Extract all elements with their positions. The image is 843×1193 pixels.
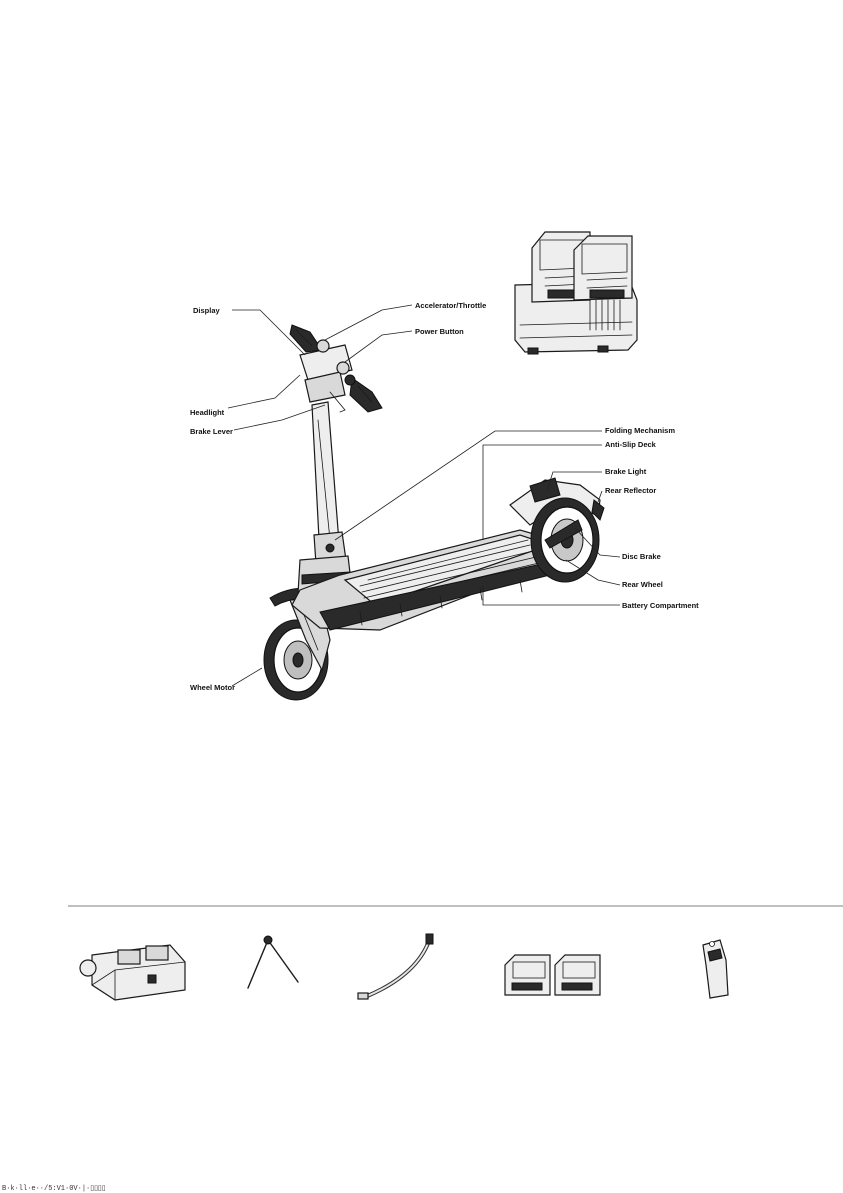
accessory-hex-key-icon (248, 936, 298, 988)
label-power-button: Power Button (415, 327, 464, 336)
accessory-charger-icon (80, 945, 185, 1000)
accessory-valve-extension-icon (358, 934, 433, 999)
label-display: Display (193, 306, 221, 315)
label-brake-lever: Brake Lever (190, 427, 233, 436)
label-accelerator-throttle: Accelerator/Throttle (415, 301, 486, 310)
label-rear-reflector: Rear Reflector (605, 486, 656, 495)
rear-wheel (531, 498, 599, 582)
label-wheel-motor: Wheel Motor (190, 683, 235, 692)
label-disc-brake: Disc Brake (622, 552, 661, 561)
accessory-batteries-icon (505, 955, 600, 995)
label-battery-compartment: Battery Compartment (622, 601, 699, 610)
label-folding-mechanism: Folding Mechanism (605, 426, 675, 435)
label-brake-light: Brake Light (605, 467, 647, 476)
dual-battery-charger-illustration (515, 232, 637, 354)
label-rear-wheel: Rear Wheel (622, 580, 663, 589)
label-anti-slip-deck: Anti-Slip Deck (605, 440, 657, 449)
label-headlight: Headlight (190, 408, 225, 417)
accessory-key-icon (703, 940, 728, 998)
scooter-illustration (264, 325, 604, 700)
handlebar (290, 325, 382, 412)
